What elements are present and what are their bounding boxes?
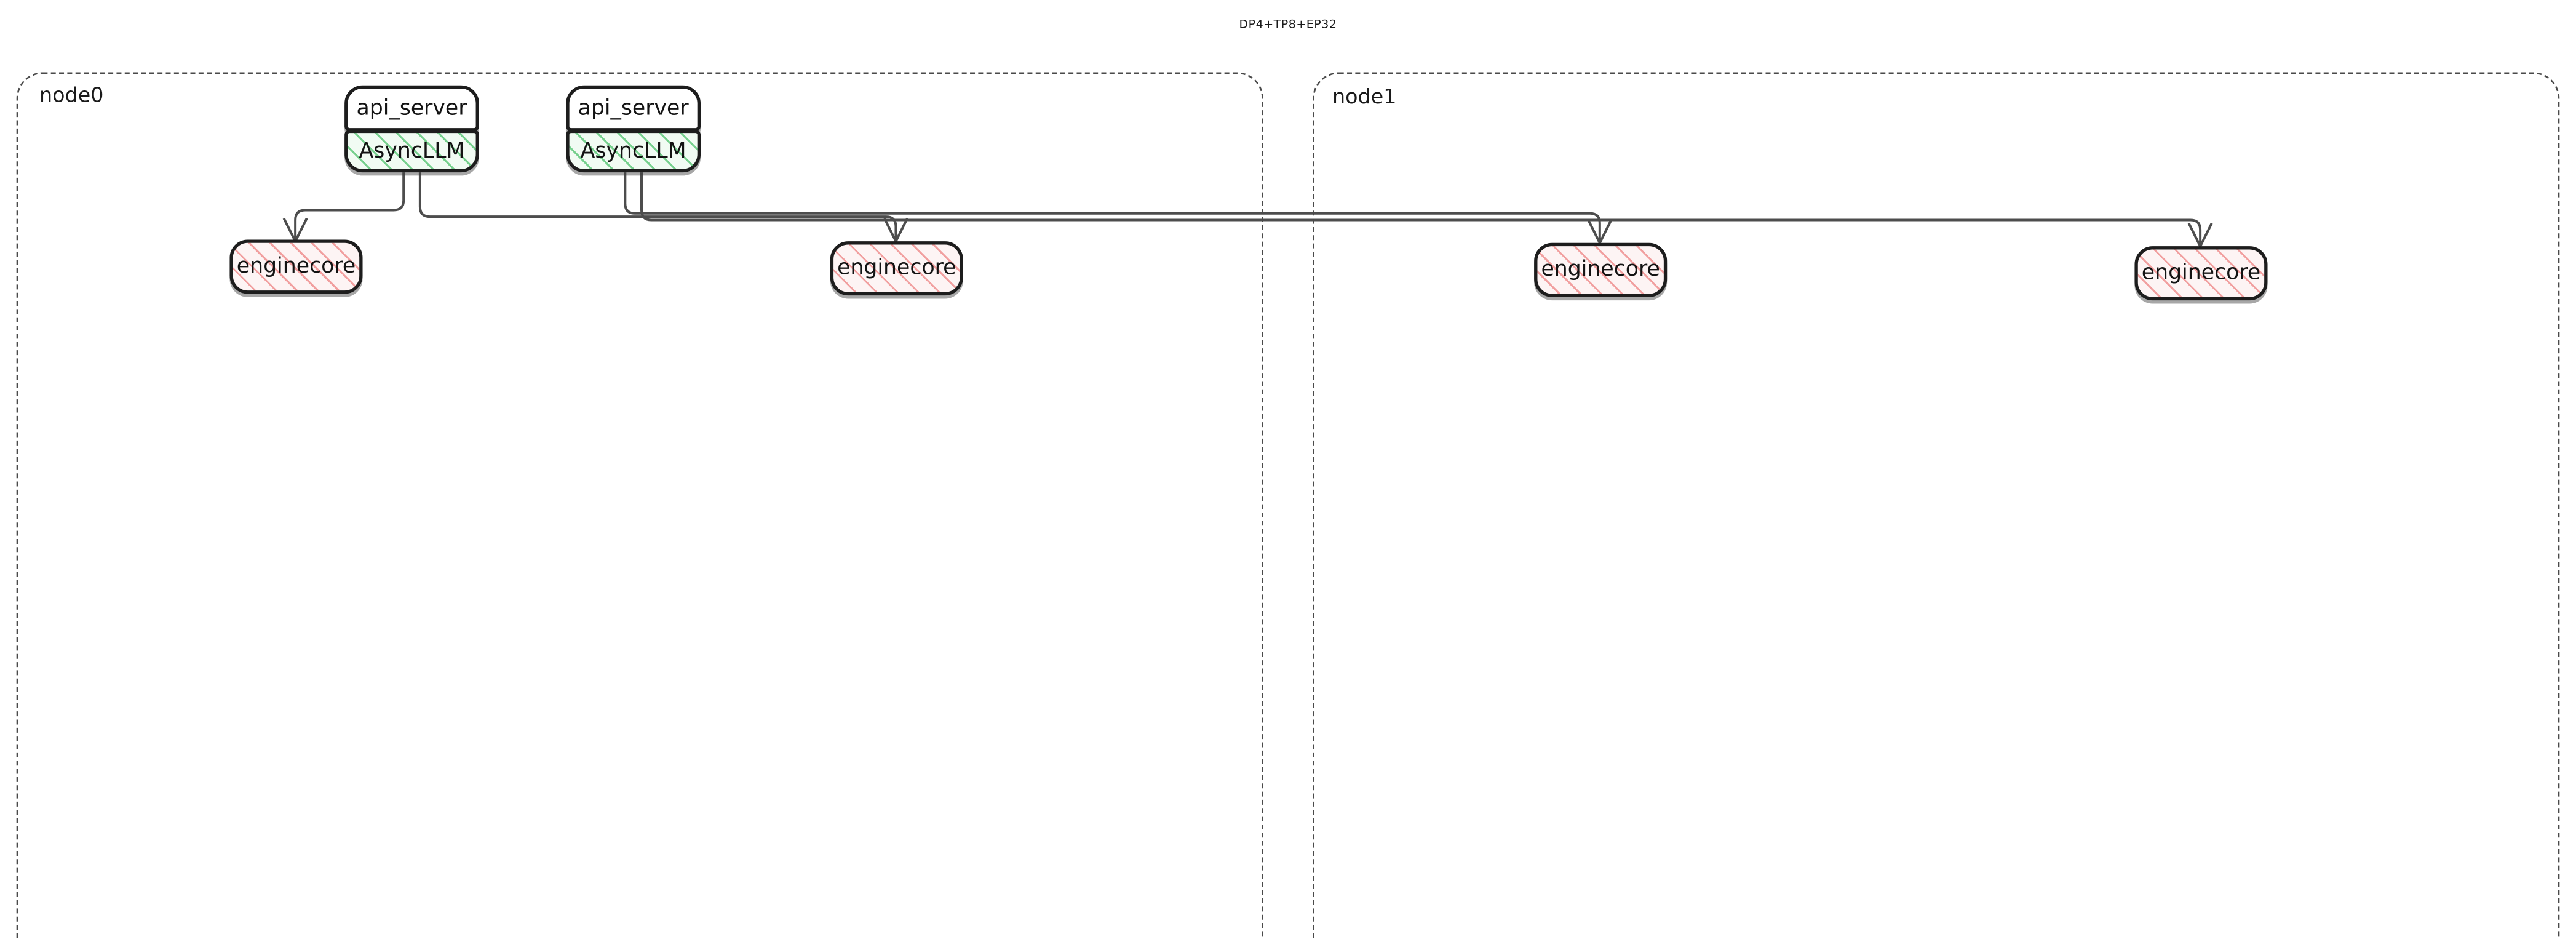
enginecore-box-node1-1[interactable]: enginecore	[1534, 242, 1668, 297]
page-title: DP4+TP8+EP32	[1239, 16, 1337, 31]
async-llm-box-node0-2[interactable]: AsyncLLM	[566, 129, 701, 173]
node-cluster-node1	[1313, 72, 2560, 939]
enginecore-box-node0-1[interactable]: enginecore	[229, 239, 363, 294]
node-label-node1: node1	[1332, 84, 1397, 109]
diagram-canvas: DP4+TP8+EP32 node0 api_server AsyncLLM a…	[16, 16, 2560, 939]
enginecore-box-node0-2[interactable]: enginecore	[830, 241, 963, 296]
node-label-node0: node0	[39, 82, 104, 107]
async-llm-box-node0-1[interactable]: AsyncLLM	[344, 129, 479, 173]
api-server-box-node0-1[interactable]: api_server	[344, 85, 479, 132]
node-cluster-node0	[16, 72, 1263, 939]
api-server-box-node0-2[interactable]: api_server	[566, 85, 701, 132]
enginecore-box-node1-2[interactable]: enginecore	[2134, 246, 2268, 301]
